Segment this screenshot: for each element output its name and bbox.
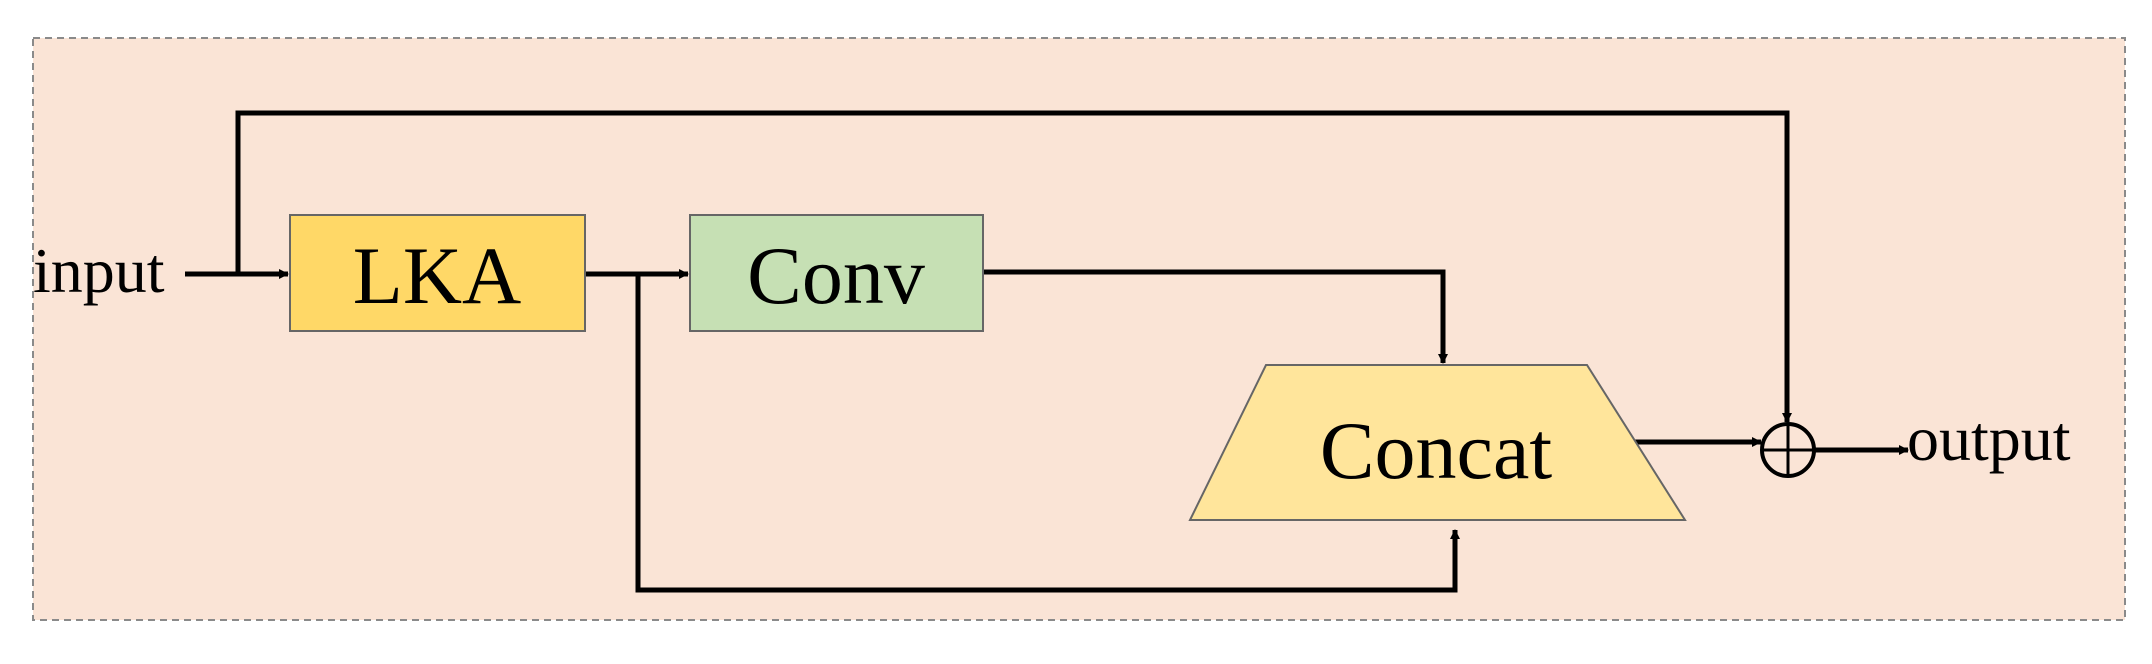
concat-trapezoid <box>1188 364 1687 521</box>
lka-box <box>289 214 586 332</box>
concat-block: Concat <box>1188 364 1687 521</box>
circled-plus-icon <box>1760 422 1816 478</box>
input-label: input <box>33 235 165 306</box>
output-label: output <box>1907 403 2071 474</box>
concat-label: Concat <box>1320 405 1552 496</box>
lka-label: LKA <box>353 230 522 321</box>
conv-label: Conv <box>747 230 925 321</box>
arrow-lka-to-concat <box>635 274 1460 593</box>
connections <box>185 110 1909 593</box>
conv-block: Conv <box>689 214 984 332</box>
lka-block: LKA <box>289 214 586 332</box>
conv-box <box>689 214 984 332</box>
arrow-skip-to-add <box>235 110 1792 423</box>
arrow-conv-to-concat <box>983 269 1448 364</box>
